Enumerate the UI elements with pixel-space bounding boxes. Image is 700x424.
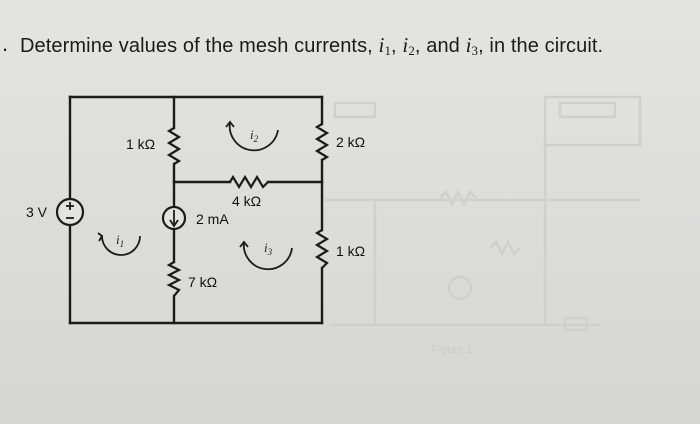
label-mesh-2: i2 bbox=[250, 127, 259, 144]
resistor-7k bbox=[166, 261, 182, 297]
mesh-current-i2-sub: 2 bbox=[408, 43, 415, 58]
ghost-source-circle bbox=[447, 275, 473, 301]
mesh-current-i2: i2 bbox=[402, 33, 415, 58]
voltage-source-3v bbox=[55, 197, 85, 227]
label-mesh-1-letter: i bbox=[116, 232, 120, 247]
label-resistor-7k: 7 kΩ bbox=[188, 274, 217, 290]
ghost-meter-box bbox=[543, 95, 642, 147]
mesh-arrows bbox=[97, 120, 293, 271]
current-source-arrow-head bbox=[169, 219, 179, 228]
label-mesh-2-sub: 2 bbox=[254, 134, 259, 144]
mesh-current-i3: i3 bbox=[465, 33, 479, 58]
question-text-end: , in the circuit. bbox=[478, 35, 604, 57]
label-current-source: 2 mA bbox=[196, 211, 229, 227]
label-mesh-3-sub: 3 bbox=[267, 247, 273, 257]
ghost-resistor-top bbox=[439, 189, 477, 207]
label-resistor-4k: 4 kΩ bbox=[232, 193, 261, 209]
mesh-3-arrow-arc bbox=[242, 241, 293, 271]
label-resistor-1k-right: 1 kΩ bbox=[336, 243, 365, 259]
resistor-1k-left bbox=[166, 127, 182, 165]
question-separator-2: , and bbox=[414, 35, 466, 57]
resistors bbox=[166, 123, 330, 297]
mesh-current-i1: i1 bbox=[378, 33, 392, 58]
mesh-current-i1-sub: 1 bbox=[384, 43, 392, 58]
mesh-2-arrow-arc bbox=[228, 121, 279, 152]
circuit-wires bbox=[68, 95, 324, 325]
mesh-2-arrow-head bbox=[225, 120, 235, 128]
resistor-2k bbox=[314, 123, 330, 161]
label-resistor-2k: 2 kΩ bbox=[336, 134, 365, 150]
mesh-1-arrow-head bbox=[97, 232, 104, 242]
question-text-start: Determine values of the mesh currents, bbox=[20, 35, 379, 57]
mesh-current-i3-sub: 3 bbox=[471, 43, 479, 58]
resistor-1k-right bbox=[314, 229, 330, 269]
ghost-figure-caption: Figure 1 bbox=[432, 344, 472, 356]
label-mesh-2-letter: i bbox=[250, 127, 254, 142]
label-resistor-1k-left: 1 kΩ bbox=[126, 136, 155, 152]
ghost-resistor-mid bbox=[489, 239, 521, 257]
bleed-through-figure bbox=[325, 95, 642, 332]
question-text: Determine values of the mesh currents, i… bbox=[20, 33, 603, 59]
label-source-voltage: 3 V bbox=[26, 204, 48, 220]
resistor-4k bbox=[229, 174, 269, 190]
current-source-2ma bbox=[161, 205, 187, 231]
mesh-1-arrow-arc bbox=[101, 235, 141, 256]
question-number-fragment: . bbox=[2, 31, 9, 56]
ghost-box-left bbox=[333, 101, 377, 119]
label-mesh-3-letter: i bbox=[264, 240, 268, 255]
voltage-source-circle bbox=[55, 197, 85, 227]
question-separator-1: , bbox=[391, 35, 403, 57]
label-mesh-1: i1 bbox=[116, 232, 124, 249]
mesh-3-arrow-head bbox=[239, 240, 249, 248]
label-mesh-3: i3 bbox=[264, 240, 273, 257]
ghost-terminal bbox=[563, 316, 589, 332]
ghost-box-right bbox=[558, 101, 617, 119]
label-mesh-1-sub: 1 bbox=[120, 239, 125, 249]
